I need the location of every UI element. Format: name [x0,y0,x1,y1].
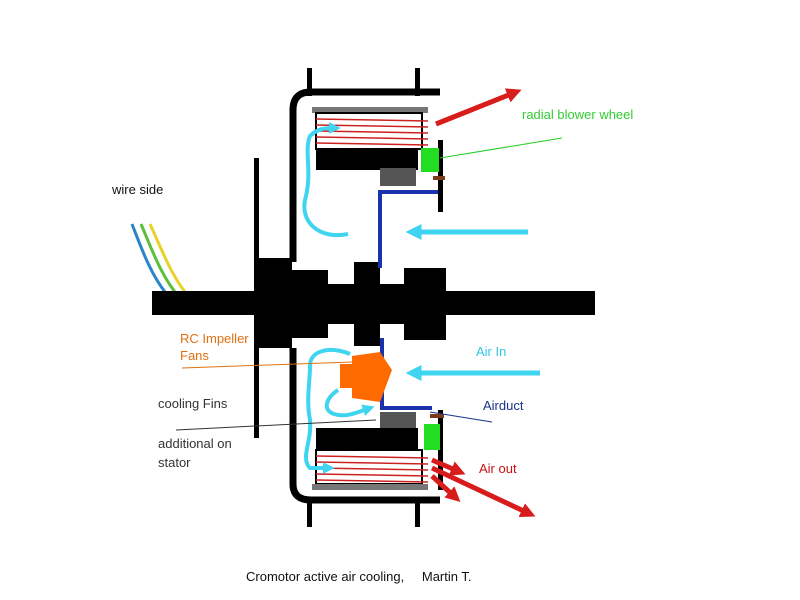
label-additional-line2: stator [158,455,191,470]
label-cooling-fins: cooling Fins [158,396,228,411]
caption-title: Cromotor active air cooling, [246,569,405,584]
label-rc-impeller: RC Impeller Fans [180,330,249,364]
label-radial-blower-wheel: radial blower wheel [522,107,634,122]
air-out-arrows [430,88,536,517]
label-air-out: Air out [479,461,517,476]
hub-assembly [258,258,446,348]
leader-lines [175,137,563,431]
top-stator [312,107,429,186]
blower-wheel-bottom [424,424,440,450]
internal-airflow [302,122,375,474]
blower-wheel-top [421,148,439,172]
caption: Cromotor active air cooling, Martin T. [246,568,471,585]
caption-author: Martin T. [421,569,472,584]
wire-bundle [130,223,192,300]
label-rc-impeller-line1: RC Impeller [180,331,249,346]
side-cover-plate [254,158,259,438]
mounting-studs [307,68,420,527]
blower-bolts [430,176,445,418]
label-rc-impeller-line2: Fans [180,348,209,363]
label-additional-on-stator: additional on stator [158,434,232,472]
label-wire-side: wire side [112,182,164,197]
label-airduct: Airduct [483,398,524,413]
impeller-fan [340,352,392,402]
air-in-arrows [405,223,540,382]
bottom-stator [312,412,429,490]
label-additional-line1: additional on [158,436,232,451]
label-air-in: Air In [476,344,507,359]
